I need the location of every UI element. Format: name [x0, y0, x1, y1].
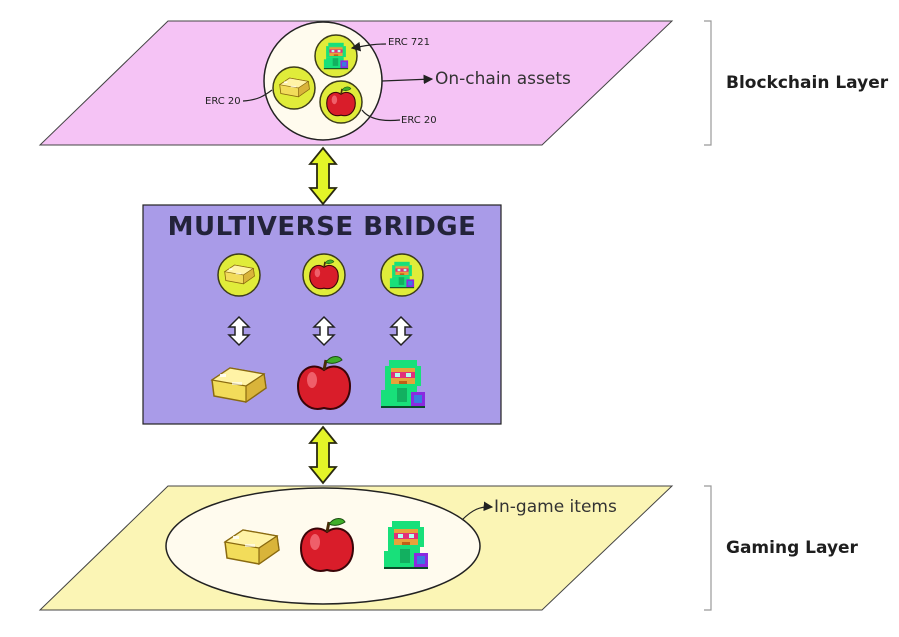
bridge-up-connector-arrow: [309, 147, 337, 205]
erc20-left-label: ERC 20: [205, 96, 241, 107]
erc721-pointer: [350, 41, 387, 52]
bridge-gold-token: [217, 253, 261, 297]
erc20-right-label: ERC 20: [401, 115, 437, 126]
erc20-apple-token: [319, 80, 363, 124]
erc721-avatar-token: [314, 34, 358, 78]
bridge-avatar-token: [380, 253, 424, 297]
bridge-down-connector-arrow: [309, 426, 337, 484]
erc20-right-pointer: [361, 109, 401, 122]
erc721-label: ERC 721: [388, 37, 431, 48]
bridge-avatar-item: [381, 360, 425, 408]
erc20-left-pointer: [242, 89, 273, 102]
gaming-layer-label: Gaming Layer: [726, 538, 858, 558]
multiverse-bridge-title: MULTIVERSE BRIDGE: [167, 212, 477, 242]
bridge-apple-token: [302, 253, 346, 297]
in-game-items-label: In-game items: [494, 497, 617, 517]
blockchain-layer-bracket: [704, 20, 712, 146]
gaming-layer-bracket: [704, 485, 712, 611]
in-game-callout-pointer: [461, 501, 494, 521]
on-chain-assets-label: On-chain assets: [435, 69, 571, 89]
erc20-gold-token: [272, 66, 316, 110]
blockchain-layer-label: Blockchain Layer: [726, 73, 889, 93]
on-chain-callout-pointer: [381, 74, 434, 85]
gaming-avatar-item: [384, 521, 428, 569]
